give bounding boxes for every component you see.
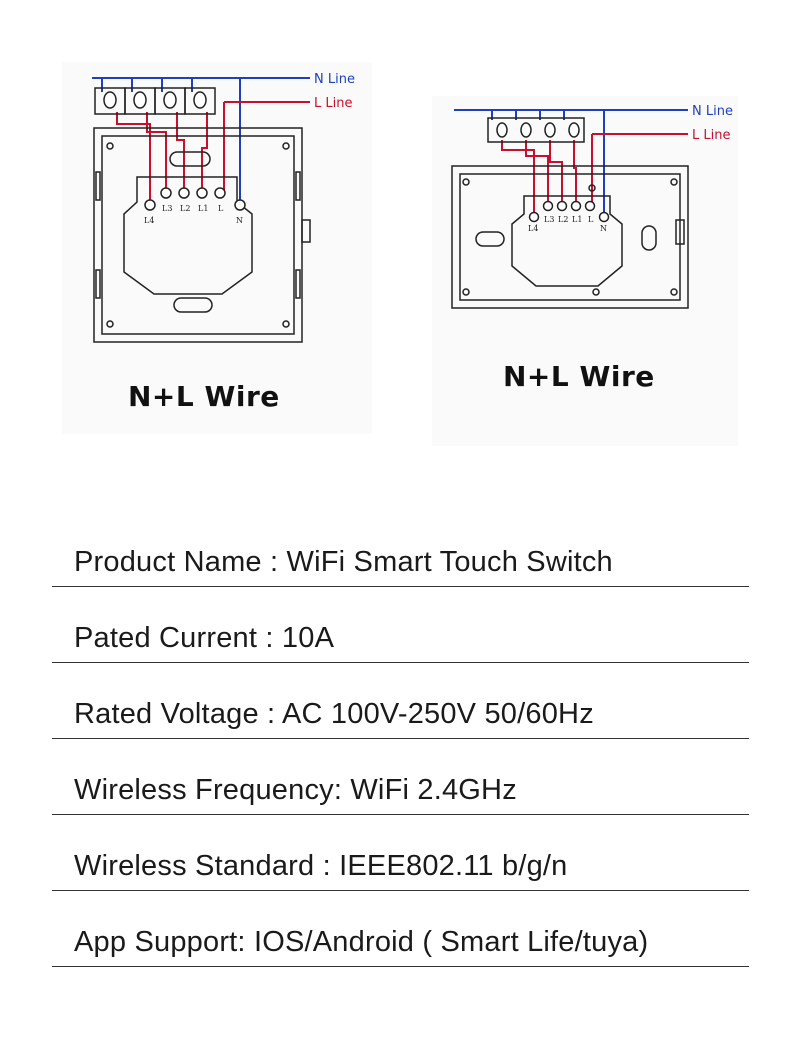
wiring-diagram-square-drawing: L4 L3 L2 L1 L N N Line L Line	[92, 72, 355, 343]
terminal-screws	[144, 187, 246, 211]
terminal-labels: L4 L3 L2 L1 L N	[144, 204, 243, 225]
spec-text: Wireless Frequency: WiFi 2.4GHz	[74, 774, 517, 806]
svg-text:L: L	[588, 215, 594, 224]
load-wires	[501, 140, 577, 216]
l-line-label: L Line	[692, 128, 730, 143]
spec-row-standard: Wireless Standard : IEEE802.11 b/g/n	[52, 850, 749, 891]
spec-row-voltage: Rated Voltage : AC 100V-250V 50/60Hz	[52, 698, 749, 739]
spec-row-product-name: Product Name : WiFi Smart Touch Switch	[52, 546, 749, 587]
load-wires	[116, 112, 208, 202]
spec-row-app-support: App Support: IOS/Android ( Smart Life/tu…	[52, 926, 749, 967]
lamp-feed-wires	[101, 78, 193, 92]
n-line-label: N Line	[314, 72, 355, 87]
spec-text: Pated Current : 10A	[74, 622, 335, 654]
switch-back-plate	[451, 165, 689, 309]
svg-text:L3: L3	[544, 215, 554, 224]
svg-text:N: N	[600, 224, 607, 233]
svg-text:N: N	[236, 216, 243, 225]
lamp-icons	[487, 117, 585, 143]
wiring-diagram-square: L4 L3 L2 L1 L N N Line L Line N+L Wire	[62, 62, 372, 434]
svg-text:L2: L2	[180, 204, 190, 213]
svg-text:L1: L1	[572, 215, 582, 224]
switch-back-plate	[93, 127, 311, 343]
svg-text:L4: L4	[528, 224, 538, 233]
diagram-caption: N+L Wire	[503, 360, 655, 393]
lamp-icons	[94, 87, 216, 115]
spec-text: Rated Voltage : AC 100V-250V 50/60Hz	[74, 698, 594, 730]
spec-text: Product Name : WiFi Smart Touch Switch	[74, 546, 613, 578]
spec-text: Wireless Standard : IEEE802.11 b/g/n	[74, 850, 568, 882]
n-line-label: N Line	[692, 104, 733, 119]
svg-text:L3: L3	[162, 204, 172, 213]
wiring-diagram-rectangular: L4 L3 L2 L1 L N N Line L Line N+L Wire	[432, 96, 738, 446]
terminal-screws	[528, 200, 610, 223]
svg-text:L1: L1	[198, 204, 208, 213]
diagram-caption: N+L Wire	[128, 380, 280, 413]
wiring-diagram-rectangular-drawing: L4 L3 L2 L1 L N N Line L Line	[451, 104, 733, 309]
svg-text:L4: L4	[144, 216, 154, 225]
svg-text:L2: L2	[558, 215, 568, 224]
spec-text: App Support: IOS/Android ( Smart Life/tu…	[74, 926, 649, 958]
l-line-label: L Line	[314, 96, 352, 111]
terminal-labels: L4 L3 L2 L1 L N	[528, 215, 607, 233]
spec-row-frequency: Wireless Frequency: WiFi 2.4GHz	[52, 774, 749, 815]
spec-row-current: Pated Current : 10A	[52, 622, 749, 663]
svg-text:L: L	[218, 204, 224, 213]
